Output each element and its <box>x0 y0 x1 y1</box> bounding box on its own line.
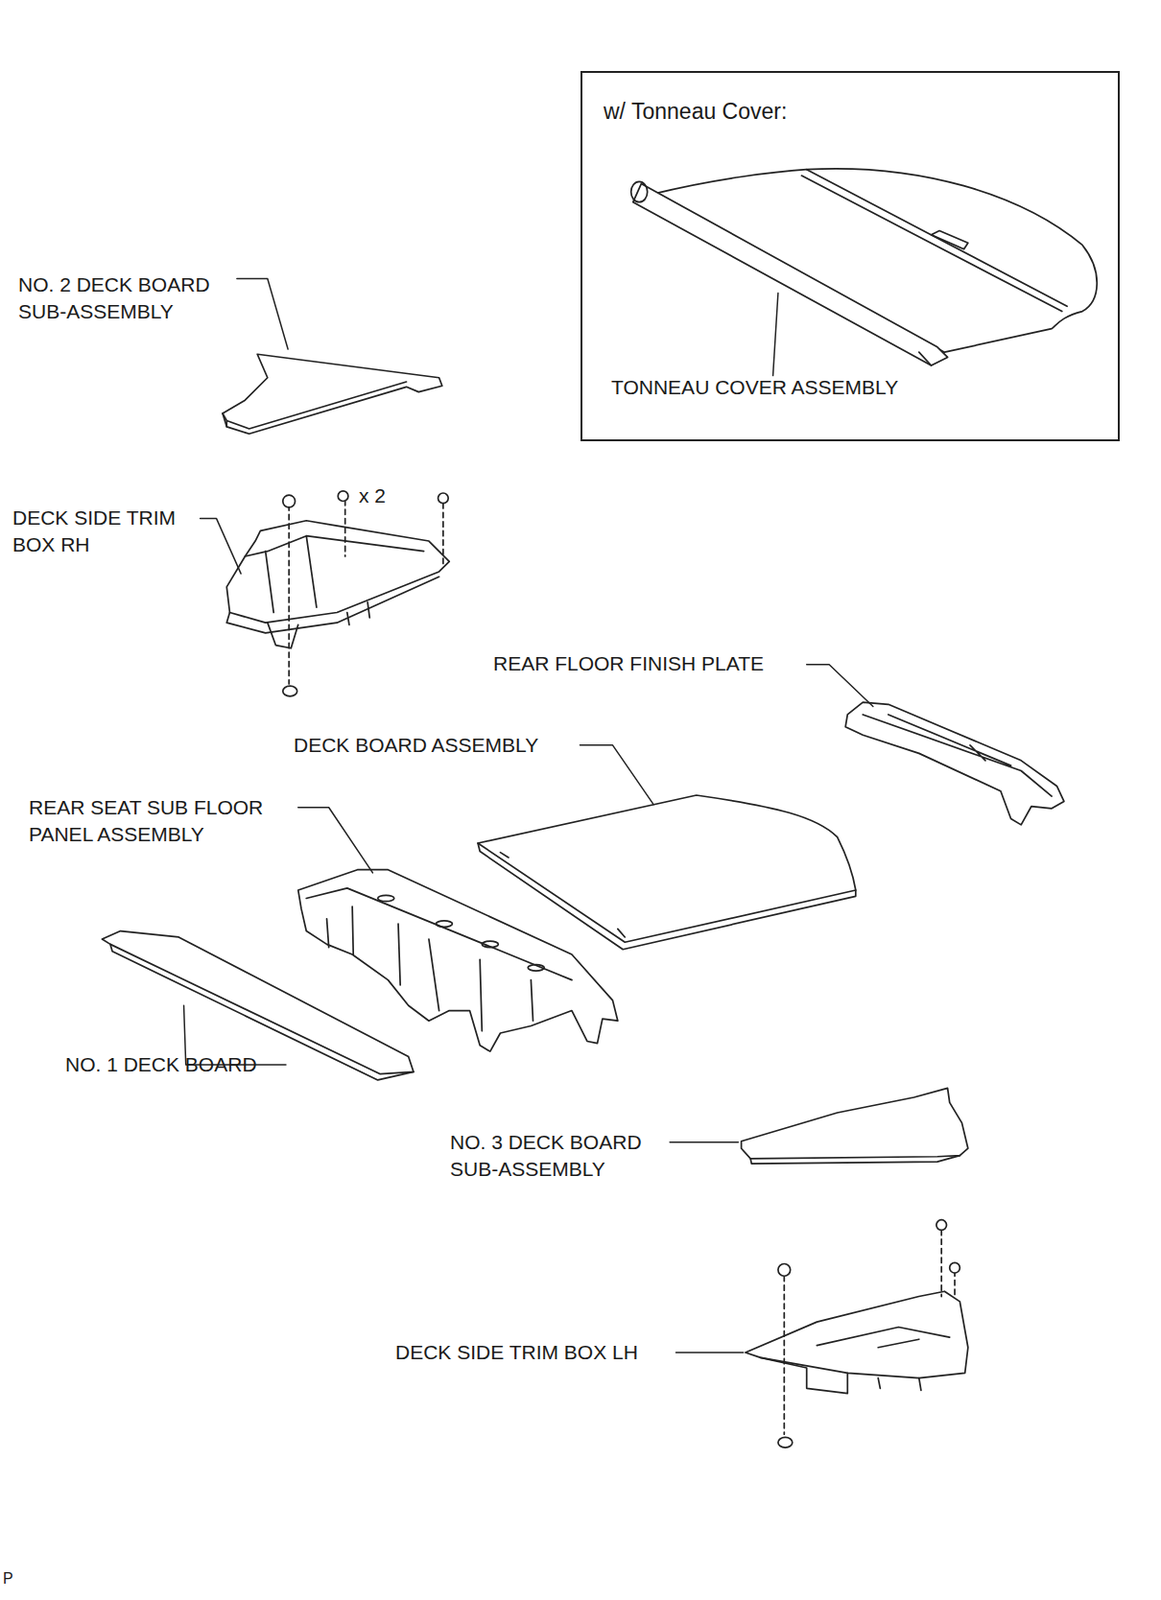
deck-board-3 <box>741 1088 969 1164</box>
frame-heading: w/ Tonneau Cover: <box>603 97 787 125</box>
part-name: DECK SIDE TRIM BOX RH <box>12 504 200 559</box>
trim-box-lh <box>745 1220 969 1448</box>
option-frame: w/ Tonneau Cover: TONNEAU COVER ASSEMBLY <box>580 71 1120 442</box>
page-mark: P <box>2 1569 14 1589</box>
trim-box-rh <box>226 491 450 697</box>
part-name: REAR FLOOR FINISH PLATE <box>493 650 764 678</box>
tonneau-cover <box>631 168 1098 366</box>
part-name: TONNEAU COVER ASSEMBLY <box>611 374 899 402</box>
deck-board-2 <box>222 354 443 434</box>
deck-board <box>477 795 856 950</box>
part-name: REAR SEAT SUB FLOOR PANEL ASSEMBLY <box>28 794 298 849</box>
part-name: DECK BOARD ASSEMBLY <box>293 732 539 759</box>
quantity-note: x 2 <box>358 482 386 510</box>
part-name: NO. 3 DECK BOARD SUB-ASSEMBLY <box>450 1129 673 1184</box>
finish-plate <box>845 702 1065 826</box>
part-name: NO. 2 DECK BOARD SUB-ASSEMBLY <box>18 271 241 326</box>
part-name: DECK SIDE TRIM BOX LH <box>395 1339 639 1367</box>
part-name: NO. 1 DECK BOARD <box>65 1051 258 1079</box>
